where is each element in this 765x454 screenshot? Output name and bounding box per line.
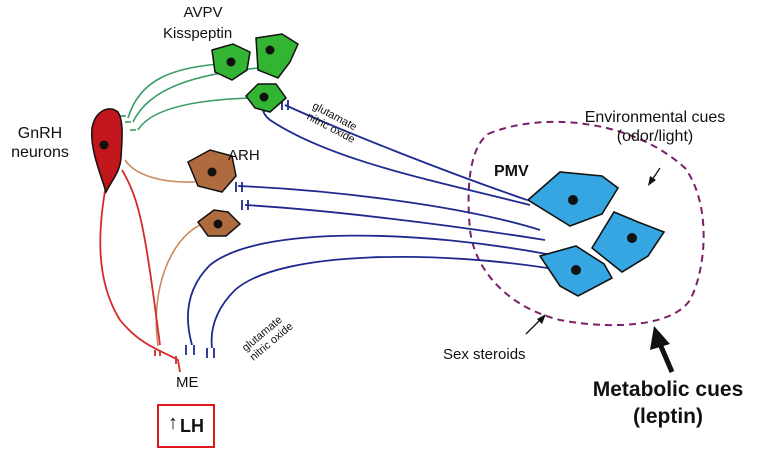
metabolic-cues-line2: (leptin) bbox=[633, 405, 703, 428]
avpv-neuron-2 bbox=[255, 33, 299, 79]
up-arrow-icon: ↑ bbox=[168, 411, 178, 434]
environmental-cues-label: Environmental cues (odor/light) bbox=[555, 108, 755, 146]
environmental-cues-line2: (odor/light) bbox=[616, 128, 694, 145]
gnrh-label-line1: GnRH bbox=[17, 125, 63, 142]
sex-steroids-arrow bbox=[525, 314, 546, 335]
arh-fibers bbox=[124, 159, 201, 347]
lh-label: LH bbox=[180, 415, 204, 436]
avpv-neuron-1 bbox=[211, 43, 251, 81]
sex-steroids-label: Sex steroids bbox=[443, 346, 526, 363]
avpv-label: AVPV bbox=[166, 4, 240, 21]
metabolic-cues-line1: Metabolic cues bbox=[592, 378, 744, 401]
metabolic-cues-label: Metabolic cues (leptin) bbox=[578, 376, 758, 430]
arh-neuron-1 bbox=[187, 149, 237, 193]
environmental-cues-line1: Environmental cues bbox=[584, 109, 726, 126]
environmental-cues-arrow bbox=[648, 167, 661, 186]
arh-neuron-2 bbox=[196, 209, 242, 237]
pmv-fibers bbox=[187, 101, 561, 349]
pmv-region-outline bbox=[467, 120, 705, 327]
gnrh-neuron bbox=[91, 108, 123, 195]
pmv-neuron-2 bbox=[590, 210, 666, 273]
gnrh-label-line2: neurons bbox=[11, 144, 69, 161]
me-terminals bbox=[154, 350, 177, 364]
pmv-neuron-1 bbox=[526, 171, 620, 227]
avpv-label-line1: AVPV bbox=[183, 4, 223, 21]
avpv-neuron-3 bbox=[245, 83, 288, 113]
arh-label: ARH bbox=[228, 147, 260, 164]
metabolic-cues-arrow bbox=[650, 326, 675, 373]
gnrh-label: GnRH neurons bbox=[4, 124, 76, 162]
pmv-neuron-3 bbox=[538, 245, 614, 297]
pmv-label: PMV bbox=[494, 163, 529, 180]
me-label: ME bbox=[176, 374, 199, 391]
gnrh-fibers bbox=[99, 169, 181, 373]
kisspeptin-label: Kisspeptin bbox=[163, 25, 233, 42]
lh-box: ↑ LH bbox=[157, 404, 215, 448]
